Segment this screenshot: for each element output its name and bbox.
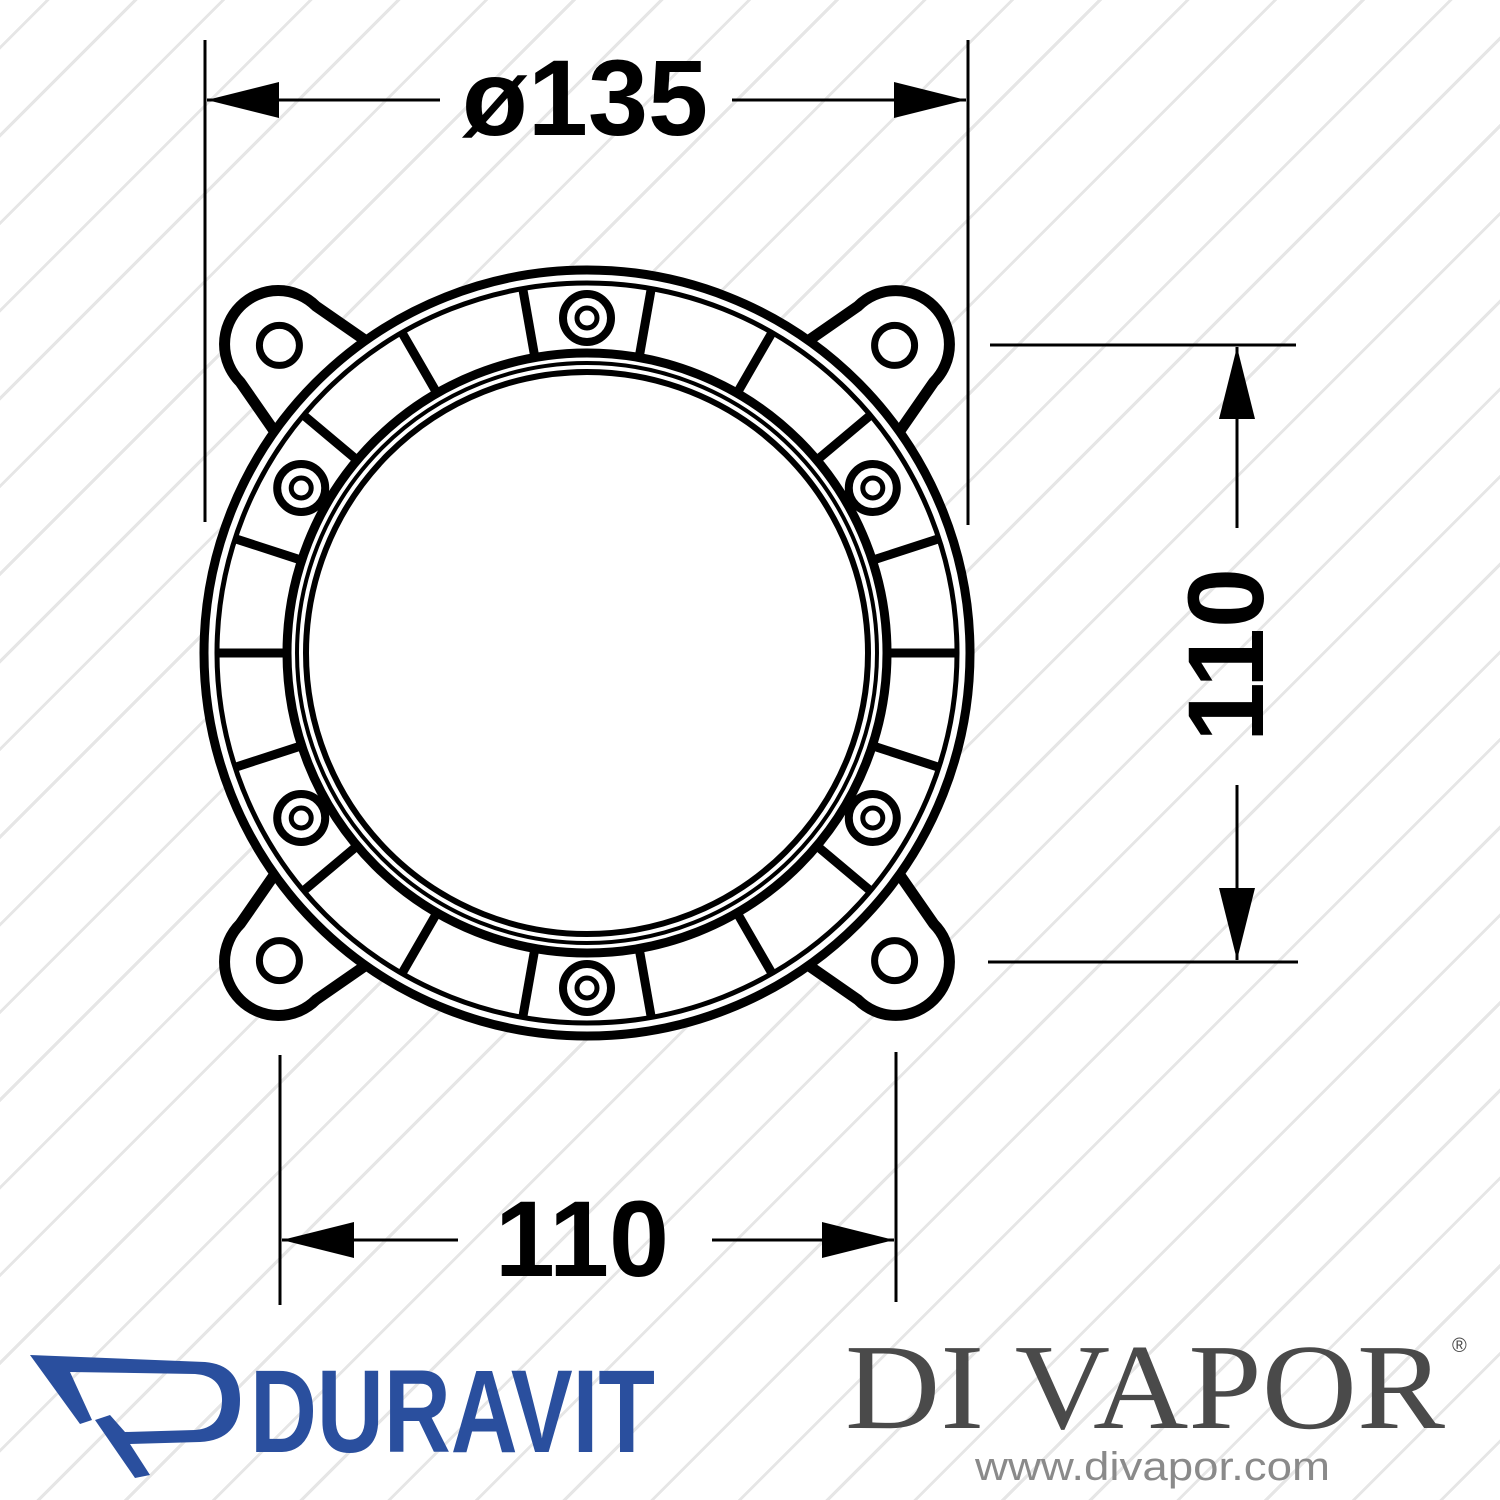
ring-spoke [733, 330, 776, 396]
mounting-ring [199, 265, 975, 1041]
diameter-dimension [203, 40, 970, 525]
bolt-hole [844, 460, 901, 516]
duravit-wordmark: DURAVIT [250, 1346, 655, 1478]
registered-mark: ® [1452, 1335, 1467, 1357]
height-dimension [988, 343, 1298, 964]
bolt-hole-center [860, 805, 886, 831]
diameter-label: ø135 [462, 37, 708, 158]
bolt-hole-center [288, 805, 314, 831]
divapor-url: www.divapor.com [974, 1445, 1330, 1489]
bolt-hole [559, 960, 615, 1016]
ring-spoke [813, 842, 874, 895]
ring-spoke [870, 534, 941, 565]
ring-spoke [518, 947, 540, 1019]
ring-spoke [634, 287, 656, 359]
duravit-logo: DURAVIT [30, 1346, 655, 1478]
mounting-ear [219, 851, 389, 1021]
ear-hole [255, 937, 303, 985]
bolt-hole [844, 790, 901, 846]
ring-spoke [634, 947, 656, 1019]
ring-spoke [733, 910, 776, 976]
duravit-mark-icon [30, 1355, 240, 1478]
divapor-logo: DI VAPOR ® www.divapor.com [845, 1320, 1467, 1489]
bolt-hole [559, 290, 615, 346]
mounting-ear [785, 285, 955, 455]
ring-spoke [870, 741, 941, 772]
ear-hole [255, 321, 303, 369]
bolt-hole [273, 460, 330, 516]
ear-hole [871, 937, 919, 985]
ring-spoke [300, 842, 361, 895]
bolt-hole-center [574, 975, 600, 1001]
ring-spoke [233, 534, 304, 565]
mounting-ear [219, 285, 389, 455]
bolt-hole-center [288, 475, 314, 501]
divapor-wordmark: DI VAPOR [845, 1320, 1446, 1455]
ring-spoke [398, 910, 441, 976]
ring-spoke [398, 330, 441, 396]
ring-spoke [518, 287, 540, 359]
mounting-ear [785, 851, 955, 1021]
bolt-hole-center [860, 475, 886, 501]
ring-spoke [813, 411, 874, 464]
height-label: 110 [1165, 568, 1286, 742]
width-dimension [278, 1052, 898, 1305]
ring-spoke [300, 411, 361, 464]
outer-ring [199, 265, 975, 1041]
bolt-hole-center [574, 305, 600, 331]
ear-hole [871, 321, 919, 369]
ring-spoke [233, 741, 304, 772]
width-label: 110 [495, 1178, 669, 1299]
inner-ring-edge [303, 369, 871, 937]
inner-ring-line [295, 361, 879, 945]
bolt-hole [273, 790, 330, 846]
